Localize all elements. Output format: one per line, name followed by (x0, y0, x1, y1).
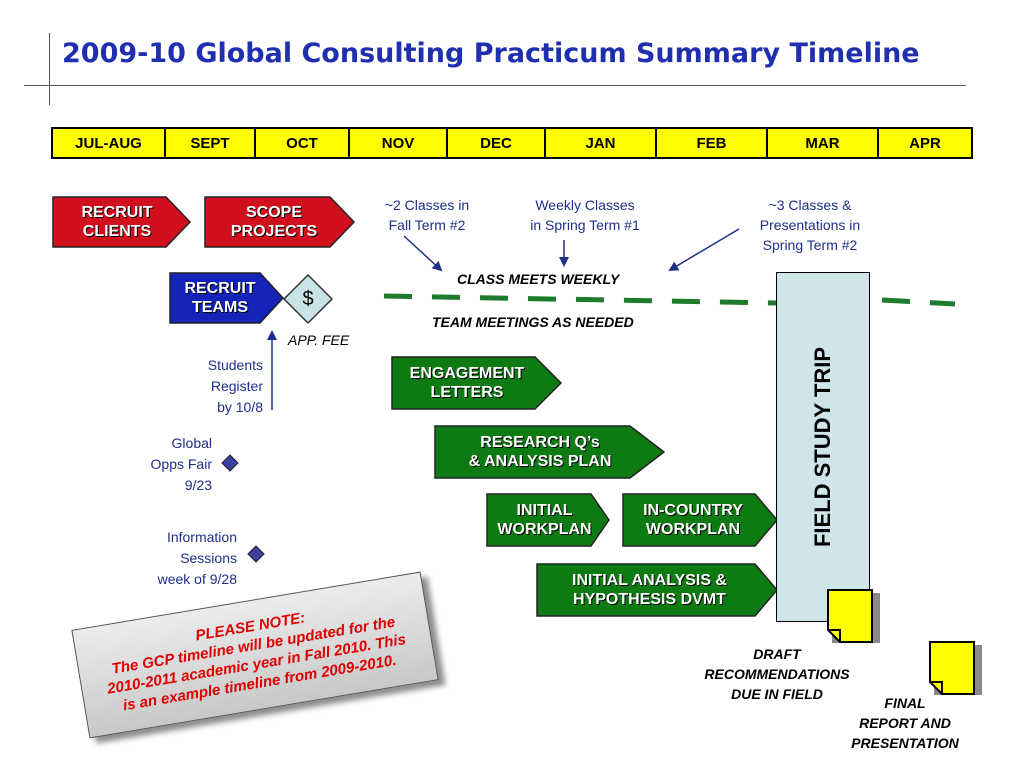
title-divider-horizontal (24, 85, 966, 86)
field-study-trip-label: FIELD STUDY TRIP (810, 346, 835, 548)
engagement-letters-shape (391, 356, 563, 410)
month-sept: SEPT (166, 129, 256, 157)
class-meets-label: CLASS MEETS WEEKLY (457, 271, 620, 287)
fee-symbol: $ (302, 287, 314, 310)
arrow-icon (668, 228, 740, 272)
fee-diamond-shape (282, 273, 334, 325)
app-fee-label: APP. FEE (288, 332, 350, 348)
recruit-clients-box: RECRUIT CLIENTS (81, 204, 153, 240)
document-icon (929, 641, 982, 695)
in-country-workplan-box: IN-COUNTRY WORKPLAN (643, 502, 743, 538)
final-report-label: FINAL REPORT AND PRESENTATION (851, 695, 959, 751)
diamond-icon (221, 454, 239, 472)
initial-workplan-shape (486, 493, 610, 547)
research-qs-shape (434, 425, 666, 479)
month-jan: JAN (546, 129, 657, 157)
month-dec: DEC (448, 129, 546, 157)
month-apr: APR (909, 134, 941, 152)
spring-classes-note: ~3 Classes & Presentations in Spring Ter… (759, 197, 861, 253)
weekly-dashed-line (383, 293, 956, 307)
scope-projects-box: SCOPE PROJECTS (230, 204, 318, 240)
students-register-note: Students Register by 10/8 (207, 357, 263, 415)
title-divider-vertical (49, 33, 50, 105)
research-qs-box: RESEARCH Q’s & ANALYSIS PLAN (468, 434, 612, 470)
global-opps-note: Global Opps Fair 9/23 (150, 435, 212, 493)
field-study-trip-box (776, 272, 870, 622)
month-bar: JUL-AUG SEPT OCT NOV DEC JAN FEB MAR APR (51, 127, 973, 159)
arrow-icon (403, 235, 443, 272)
scope-projects-shape (204, 196, 356, 248)
month-nov: NOV (350, 129, 448, 157)
in-country-workplan-shape (622, 493, 778, 547)
recruit-teams-shape (169, 272, 285, 324)
month-feb: FEB (657, 129, 768, 157)
diamond-icon (247, 545, 265, 563)
recruit-clients-shape (52, 196, 192, 248)
month-jul-aug: JUL-AUG (53, 129, 166, 157)
info-sessions-note: Information Sessions week of 9/28 (157, 529, 237, 587)
page-title: 2009-10 Global Consulting Practicum Summ… (62, 38, 920, 69)
month-mar: MAR (768, 129, 879, 157)
engagement-letters-box: ENGAGEMENT LETTERS (409, 365, 525, 401)
recruit-teams-box: RECRUIT TEAMS (184, 280, 256, 316)
initial-analysis-box: INITIAL ANALYSIS & HYPOTHESIS DVMT (572, 572, 727, 608)
initial-analysis-shape (536, 563, 778, 617)
month-oct: OCT (256, 129, 350, 157)
document-icon (827, 589, 880, 643)
fall-classes-note: ~2 Classes in Fall Term #2 (384, 197, 470, 233)
draft-recommendations-label: DRAFT RECOMMENDATIONS DUE IN FIELD (704, 646, 850, 702)
team-meetings-label: TEAM MEETINGS AS NEEDED (432, 314, 634, 330)
initial-workplan-box: INITIAL WORKPLAN (497, 502, 592, 538)
spring-weekly-note: Weekly Classes in Spring Term #1 (530, 197, 640, 233)
